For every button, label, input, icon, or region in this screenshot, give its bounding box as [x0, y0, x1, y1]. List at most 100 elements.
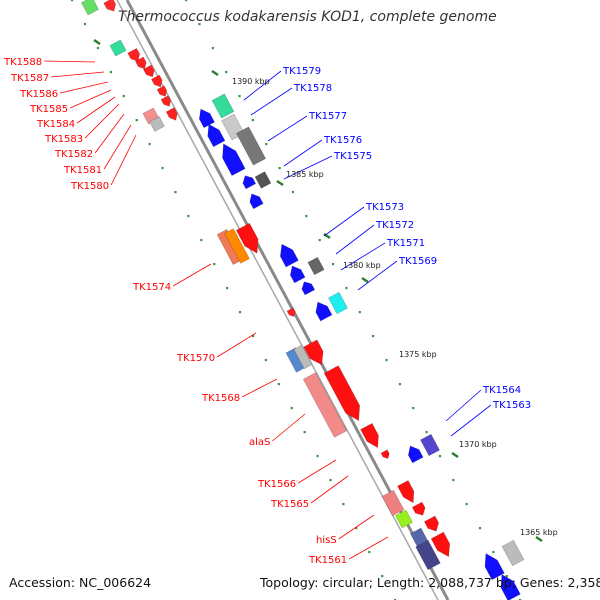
gene-label-right: TK1576: [323, 135, 362, 146]
track-dot-right: [225, 71, 228, 74]
track-dot-left: [277, 383, 280, 386]
gene-feature: [135, 56, 147, 70]
track-dot-left: [264, 359, 267, 362]
track-dot-right: [345, 287, 348, 290]
track-dot-left: [355, 527, 358, 530]
leader-line-left: [94, 113, 125, 154]
gene-label-left: TK1583: [44, 134, 83, 145]
track-dot-right: [185, 0, 188, 2]
gene-label-left: TK1582: [54, 149, 93, 160]
track-dot-right: [385, 359, 388, 362]
track-dot-left: [71, 0, 74, 2]
scale-tick: [323, 232, 331, 240]
gene-feature: [165, 107, 178, 121]
track-dot-left: [381, 575, 384, 578]
leader-line-right: [340, 242, 386, 271]
track-dot-left: [174, 191, 177, 194]
gene-feature: [149, 116, 165, 132]
leader-line-left: [110, 134, 137, 186]
gene-feature: [242, 175, 257, 190]
leader-line-left: [84, 103, 120, 139]
gene-label-left: TK1588: [3, 57, 42, 68]
scale-tick: [451, 451, 459, 459]
gene-label-left: TK1587: [10, 73, 49, 84]
gene-label-left: TK1580: [70, 181, 109, 192]
accession-text: Accession: NC_006624: [9, 575, 152, 590]
track-dot-left: [226, 287, 229, 290]
gene-feature: [360, 422, 379, 449]
gene-feature: [151, 74, 163, 88]
track-dot-left: [329, 479, 332, 482]
gene-feature: [103, 0, 117, 12]
track-dot-right: [465, 503, 468, 506]
leader-line-left: [69, 89, 112, 109]
gene-feature: [328, 291, 348, 315]
gene-feature: [420, 433, 440, 457]
gene-label-left: TK1585: [29, 104, 68, 115]
leader-line-left: [297, 459, 337, 484]
gene-feature: [249, 193, 264, 210]
track-dot-left: [135, 119, 138, 122]
track-dot-left: [187, 215, 190, 218]
gene-feature: [286, 307, 296, 317]
track-dot-right: [251, 119, 254, 122]
leader-line-right: [250, 87, 293, 116]
gene-label-left: alaS: [249, 437, 270, 448]
leader-line-left: [60, 81, 109, 94]
track-dot-right: [452, 479, 455, 482]
track-dot-right: [278, 167, 281, 170]
gene-feature: [303, 339, 324, 366]
leader-line-left: [338, 514, 375, 540]
track-dot-left: [122, 95, 125, 98]
leader-line-left: [44, 60, 96, 63]
gene-feature: [109, 39, 127, 57]
scale-label: 1365 kbp: [520, 528, 558, 537]
scale-label: 1380 kbp: [343, 261, 381, 270]
leader-line-left: [241, 378, 278, 398]
gene-label-right: TK1575: [333, 151, 372, 162]
gene-feature: [397, 480, 415, 504]
track-dot-right: [238, 95, 241, 98]
track-dot-right: [211, 47, 214, 50]
gene-feature: [211, 93, 235, 119]
gene-label-left: TK1570: [176, 353, 215, 364]
track-dot-left: [290, 407, 293, 410]
gene-feature: [424, 515, 439, 532]
track-dot-left: [238, 311, 242, 314]
gene-label-right: TK1579: [282, 66, 321, 77]
track-dot-left: [200, 239, 203, 242]
gene-feature: [254, 171, 272, 189]
gene-feature: [207, 123, 226, 148]
leader-line-left: [76, 96, 116, 124]
gene-feature: [198, 108, 215, 129]
track-dot-right: [505, 575, 508, 578]
track-dot-right: [478, 527, 482, 530]
leader-line-right: [283, 139, 323, 167]
scale-label: 1375 kbp: [399, 350, 437, 359]
scale-label: 1370 kbp: [459, 440, 497, 449]
track-dot-left: [316, 455, 319, 458]
track-dot-right: [412, 407, 415, 410]
track-dot-right: [398, 383, 401, 386]
gene-feature: [81, 0, 99, 16]
gene-feature: [395, 509, 413, 529]
gene-feature: [235, 126, 267, 166]
leader-line-left: [51, 71, 105, 78]
leader-line-right: [335, 224, 375, 255]
scale-tick: [535, 535, 543, 543]
track-dot-right: [331, 263, 335, 266]
gene-feature: [415, 539, 441, 571]
leader-line-right: [450, 404, 492, 437]
track-dot-right: [305, 215, 308, 218]
track-dot-left: [109, 71, 112, 74]
gene-feature: [484, 553, 505, 581]
track-dot-left: [342, 503, 345, 506]
leader-line-right: [357, 260, 398, 291]
gene-label-right: TK1572: [375, 220, 414, 231]
gene-feature: [430, 531, 451, 558]
track-dot-left: [251, 335, 255, 338]
gene-feature: [127, 47, 141, 62]
track-dot-right: [265, 143, 268, 146]
